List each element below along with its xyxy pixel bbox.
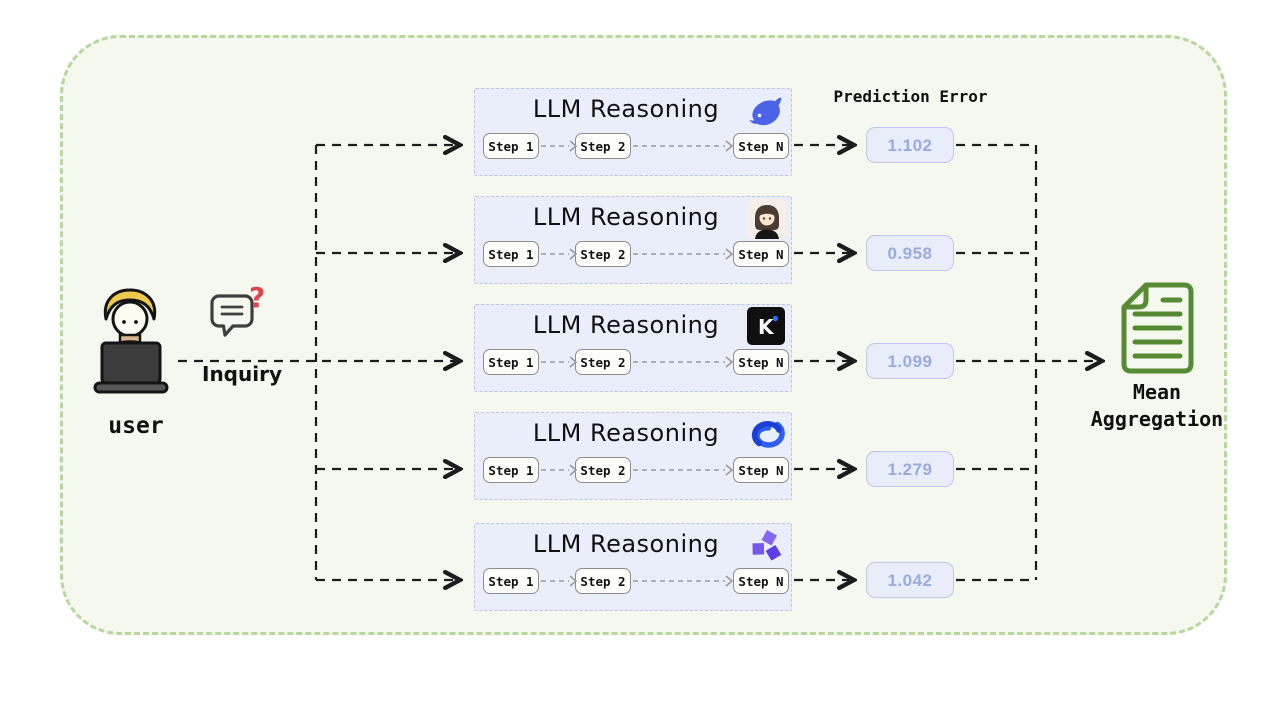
prediction-error-badge: 1.099 [866,343,954,379]
step-2-box: Step 2 [575,349,631,375]
user-label: user [108,413,164,439]
document-icon [1118,280,1198,376]
step-1-box: Step 1 [483,133,539,159]
svg-text:K: K [758,315,775,339]
llm-reasoning-box: LLM Reasoning Step [474,196,792,284]
step-n-box: Step N [733,241,789,267]
step-1-box: Step 1 [483,457,539,483]
avatar-logo-icon [747,199,787,239]
llm-reasoning-title: LLM Reasoning [532,311,720,339]
prediction-error-heading: Prediction Error [833,87,988,106]
step-1-box: Step 1 [483,241,539,267]
inquiry-label: Inquiry [202,362,282,386]
mean-aggregation-label: Mean Aggregation [1072,379,1242,433]
step-n-box: Step N [733,568,789,594]
llm-reasoning-title: LLM Reasoning [532,95,720,123]
model-row: LLM Reasoning Step 1 Step 2 Step N [0,88,1280,176]
prediction-error-badge: 1.279 [866,451,954,487]
mean-aggregation-line2: Aggregation [1090,407,1224,431]
swirl-logo-icon [747,415,787,455]
kimi-logo-icon: K [747,307,787,347]
step-n-box: Step N [733,133,789,159]
llm-reasoning-title: LLM Reasoning [532,530,720,558]
user-with-laptop-icon [90,283,180,411]
step-1-box: Step 1 [483,568,539,594]
prediction-error-badge: 1.102 [866,127,954,163]
step-n-box: Step N [733,457,789,483]
model-row: LLM Reasoning Step 1 Step 2 Step N [0,412,1280,500]
llm-reasoning-box: LLM Reasoning Step 1 Step 2 Step N [474,88,792,176]
step-2-box: Step 2 [575,133,631,159]
prediction-error-badge: 0.958 [866,235,954,271]
llm-reasoning-title: LLM Reasoning [532,203,720,231]
model-row: LLM Reasoning Step 1 Step 2 [0,523,1280,611]
llm-reasoning-box: LLM Reasoning K Step 1 Step 2 Step N [474,304,792,392]
mean-aggregation-line1: Mean [1132,380,1182,404]
step-2-box: Step 2 [575,457,631,483]
step-2-box: Step 2 [575,241,631,267]
step-n-box: Step N [733,349,789,375]
glm-logo-icon [747,526,787,566]
step-2-box: Step 2 [575,568,631,594]
llm-reasoning-title: LLM Reasoning [532,419,720,447]
prediction-error-badge: 1.042 [866,562,954,598]
model-row: LLM Reasoning Step [0,196,1280,284]
step-1-box: Step 1 [483,349,539,375]
inquiry-speech-bubble-icon [208,292,260,350]
llm-reasoning-box: LLM Reasoning Step 1 Step 2 [474,523,792,611]
whale-logo-icon [747,91,787,131]
model-row: LLM Reasoning K Step 1 Step 2 Step N [0,304,1280,392]
question-mark-icon: ? [249,281,266,314]
llm-reasoning-box: LLM Reasoning Step 1 Step 2 Step N [474,412,792,500]
